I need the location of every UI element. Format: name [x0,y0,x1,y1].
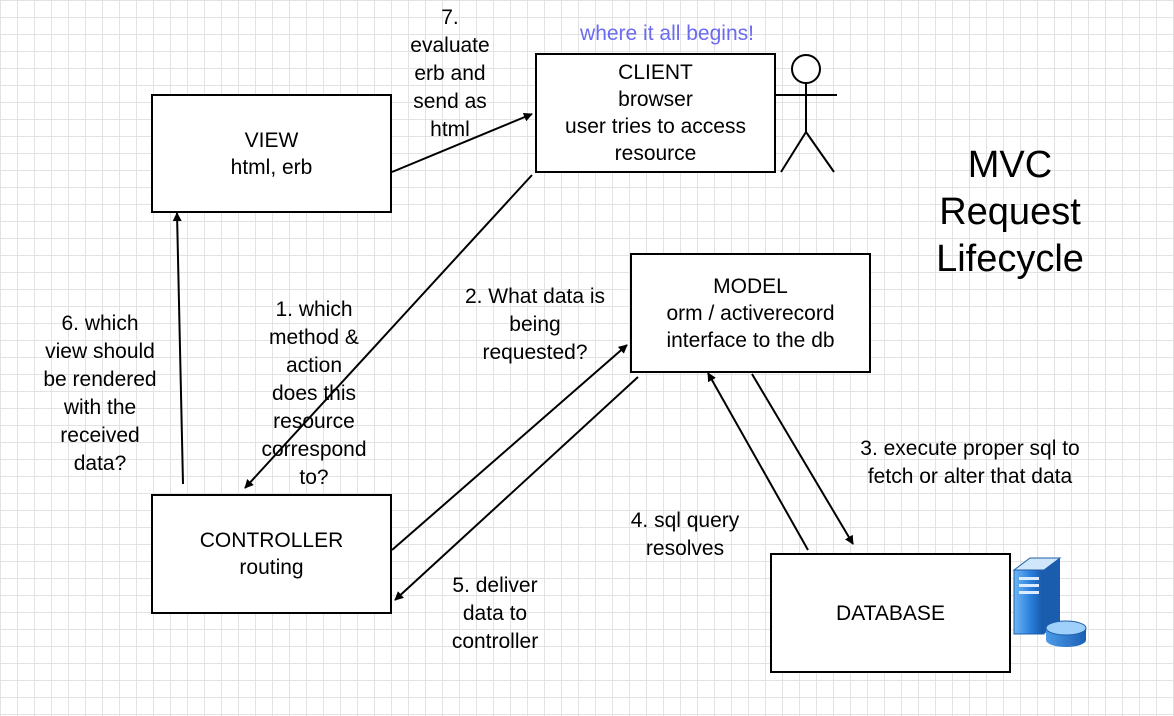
step-3-line: fetch or alter that data [867,465,1073,488]
client-box-title: CLIENT [618,61,693,84]
controller-box: CONTROLLER routing [151,494,392,614]
step-5-line: 5. deliver [452,574,538,597]
arrow-controller-to-view [172,212,184,485]
step-1-line: method & [269,326,359,349]
step-4-label: 4. sql query resolves [610,507,760,563]
step-4-line: 4. sql query [630,509,740,532]
title-line: MVC [967,144,1053,186]
arrow-model-to-database [751,373,854,545]
database-box: DATABASE [770,553,1011,673]
step-6-line: with the [63,396,137,419]
view-box: VIEW html, erb [151,94,392,213]
model-box-line: orm / activerecord [666,301,835,325]
database-box-title: DATABASE [836,601,945,625]
step-1-line: to? [299,466,329,489]
step-6-line: view should [45,340,155,363]
step-2-label: 2. What data is being requested? [440,283,630,367]
step-5-line: data to [462,602,528,625]
step-3-line: 3. execute proper sql to [860,437,1080,460]
controller-box-line: routing [239,556,304,579]
client-box: CLIENT browser user tries to access reso… [535,53,776,173]
title-line: Request [939,191,1081,233]
step-7-line: html [430,118,470,141]
step-7-label: 7. evaluate erb and send as html [385,4,515,144]
step-3-label: 3. execute proper sql to fetch or alter … [830,435,1110,491]
client-box-line: user tries to access [565,115,746,138]
step-7-line: evaluate [410,34,490,57]
client-note: where it all begins! [556,22,778,46]
step-6-line: received [60,424,140,447]
step-7-line: send as [413,90,487,113]
step-2-line: 2. What data is [464,285,606,308]
step-1-line: does this [271,382,357,405]
model-box-line: interface to the db [666,328,835,352]
step-1-line: resource [273,410,355,433]
step-6-line: 6. which [61,312,139,335]
arrow-client-to-controller [244,174,533,489]
client-note-text: where it all begins! [580,22,754,45]
step-1-line: action [285,354,343,377]
step-6-line: data? [73,452,127,475]
arrow-view-to-client [391,112,533,173]
step-6-line: be rendered [43,368,157,391]
step-1-line: correspond [261,438,367,461]
step-2-line: being [509,313,561,336]
view-box-line: html, erb [230,155,313,179]
arrow-database-to-model [707,372,809,551]
controller-box-title: CONTROLLER [199,529,344,552]
step-6-label: 6. which view should be rendered with th… [30,310,170,478]
stick-figure-icon [775,54,837,173]
model-box-title: MODEL [713,274,788,298]
step-2-line: requested? [482,341,588,364]
arrow-controller-to-model [391,344,628,551]
step-5-label: 5. deliver data to controller [420,572,570,656]
diagram-title: MVC Request Lifecycle [912,142,1108,283]
step-7-line: 7. [441,6,459,29]
title-line: Lifecycle [936,238,1084,280]
step-4-line: resolves [645,537,725,560]
model-box: MODEL orm / activerecord interface to th… [630,253,871,373]
step-5-line: controller [451,630,539,653]
client-box-line: resource [614,142,697,165]
database-server-icon [1012,557,1087,647]
arrow-model-to-controller [394,376,639,601]
client-box-line: browser [618,88,693,111]
view-box-title: VIEW [244,128,299,152]
step-1-label: 1. which method & action does this resou… [243,296,385,492]
step-7-line: erb and [414,62,486,85]
step-1-line: 1. which [275,298,353,321]
